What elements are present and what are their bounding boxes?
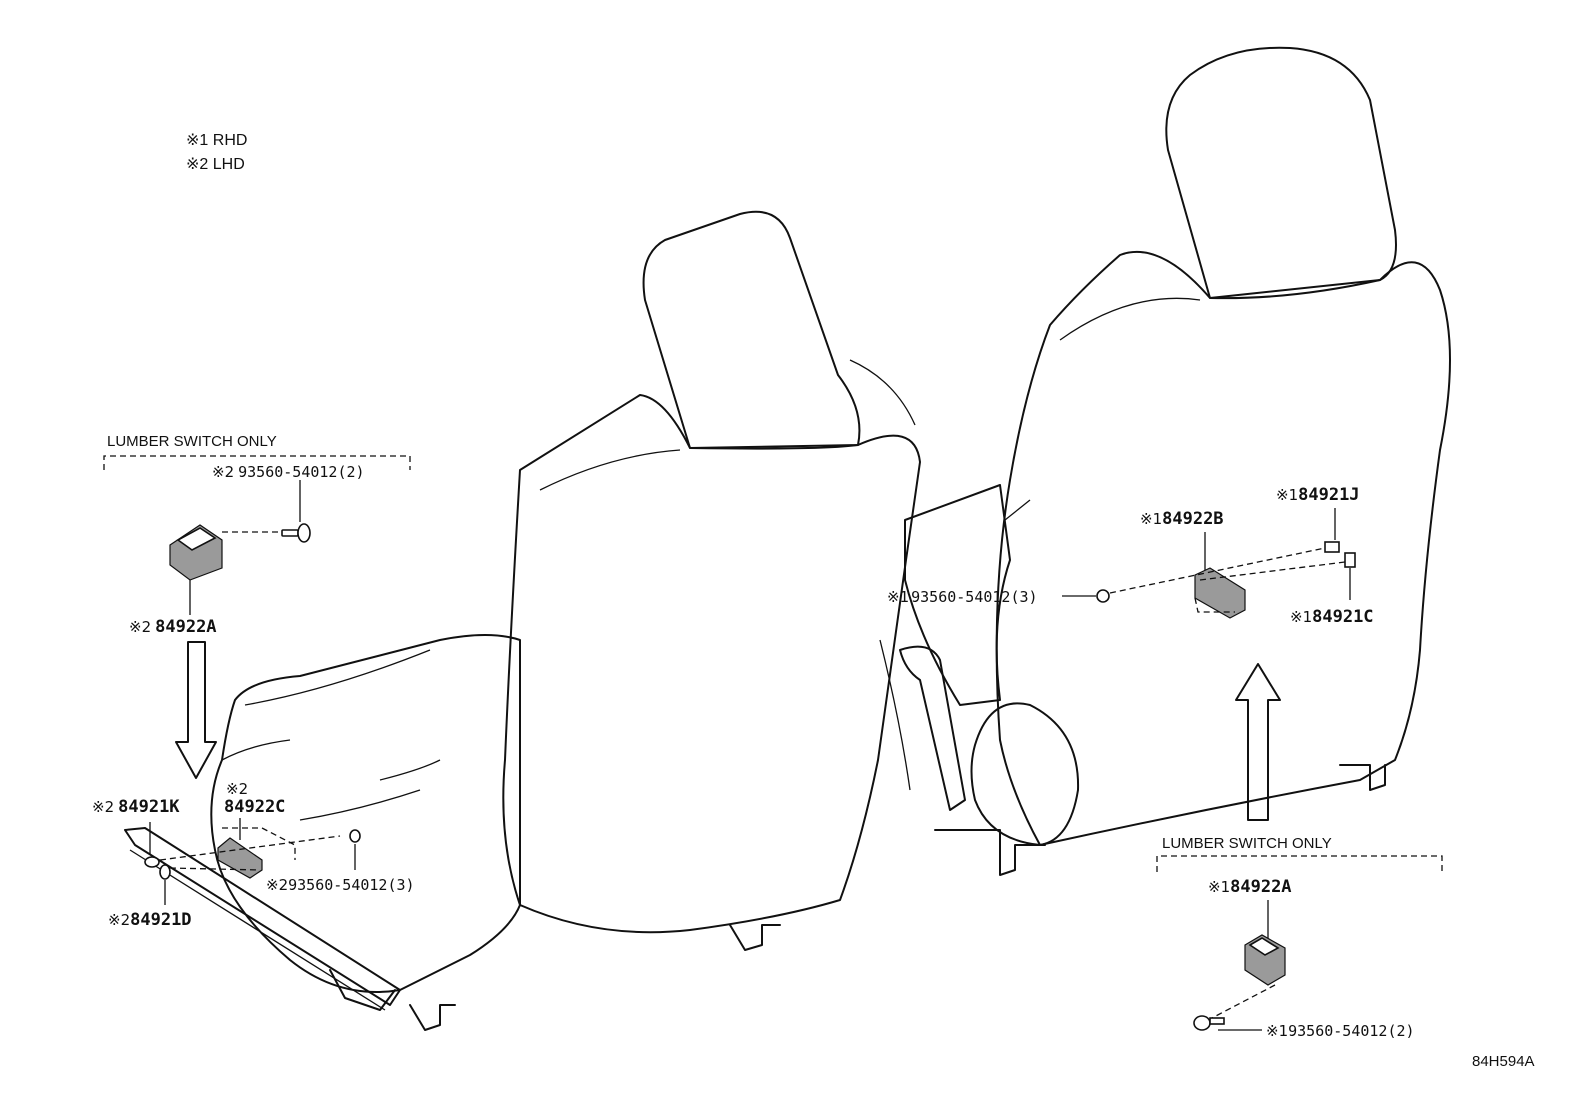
legend-text-rhd: RHD [213,132,248,149]
legend-text-lhd: LHD [213,156,245,173]
callout-84921J: ※184921J [1276,485,1360,505]
right-group-label: LUMBER SWITCH ONLY [1162,835,1332,852]
left-seat-illustration [124,210,921,1031]
callout-84922B: ※184922B [1140,509,1224,529]
legend: ※1 RHD ※2 LHD [186,132,247,173]
clip-84921K [144,856,160,868]
clip-84921D [159,864,171,905]
figure-code: 84H594A [1472,1053,1535,1070]
lumbar-switch-84922C [217,837,263,879]
bolt-93560-54012-left-bottom [349,829,361,870]
up-arrow [1235,663,1281,821]
callout-93560-54012-2-right: ※193560-54012(2) [1266,1022,1415,1040]
legend-mark-1: ※1 [186,132,208,149]
down-arrow [175,641,217,779]
svg-text:※2 LHD: ※2 LHD [186,156,245,173]
bolt-93560-54012-left-top [281,480,311,543]
callout-93560-54012-3-left: ※293560-54012(3) [266,876,415,894]
bolt-93560-54012-right-mid [1096,589,1110,603]
lumbar-switch-84922A-left [169,524,223,615]
clip-84921C [1344,552,1356,600]
bolt-93560-54012-right-bottom [1193,1015,1225,1031]
left-group-label: LUMBER SWITCH ONLY [107,433,277,450]
callout-84922C: 84922C [224,797,285,817]
svg-text:※1 RHD: ※1 RHD [186,132,247,149]
legend-mark-2: ※2 [186,156,208,173]
callout-84922C-mark: ※2 [226,780,248,798]
callout-84922A-right: ※184922A [1208,877,1292,897]
lumbar-switch-84922B [1194,567,1246,619]
callout-84921C: ※184921C [1290,607,1374,627]
clip-84921J [1324,541,1340,553]
callout-84921D: ※284921D [108,910,192,930]
right-lumber-switch-group: LUMBER SWITCH ONLY ※184922A ※193560-5401… [1156,835,1443,1040]
right-seat-illustration [879,46,1451,876]
lumbar-switch-84922A-right [1244,934,1286,986]
